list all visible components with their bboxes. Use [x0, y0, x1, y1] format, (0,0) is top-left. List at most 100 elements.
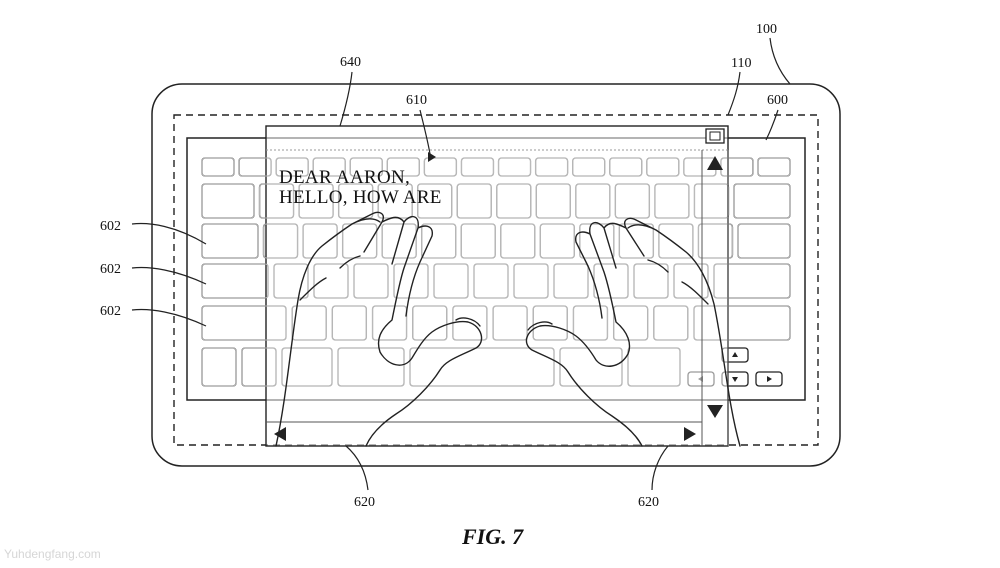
ghost-key	[572, 157, 606, 177]
ghost-key	[338, 183, 374, 219]
ghost-key	[409, 347, 555, 387]
ghost-key	[572, 305, 608, 341]
hands-illustration	[275, 211, 741, 447]
scroll-right-arrow[interactable]	[684, 427, 696, 441]
ghost-key	[737, 223, 791, 259]
ghost-key	[412, 305, 448, 341]
ghost-key	[535, 183, 571, 219]
ghost-key	[241, 347, 277, 387]
ghost-key	[654, 183, 690, 219]
ref-key-row-3: 602	[100, 304, 121, 319]
ghost-key	[201, 183, 255, 219]
ghost-key	[618, 223, 654, 259]
window-close-box[interactable]	[705, 128, 725, 144]
ghost-key	[633, 263, 669, 299]
ghost-key	[575, 183, 611, 219]
ghost-key	[421, 223, 457, 259]
typed-text-line2: HELLO, HOW ARE	[279, 187, 442, 208]
ghost-key	[460, 223, 496, 259]
key	[733, 183, 791, 219]
scroll-left-arrow[interactable]	[274, 427, 286, 441]
ghost-key	[381, 223, 417, 259]
ghost-key	[613, 305, 649, 341]
ghost-key	[201, 157, 235, 177]
ghost-key	[513, 263, 549, 299]
ghost-key	[433, 263, 469, 299]
ghost-key	[473, 263, 509, 299]
ghost-key	[658, 223, 694, 259]
right-hand	[525, 217, 741, 447]
scroll-up-arrow[interactable]	[707, 156, 723, 170]
ghost-key	[539, 223, 575, 259]
text-cursor-icon	[428, 152, 436, 162]
ghost-key	[456, 183, 492, 219]
key	[757, 157, 791, 177]
ghost-key	[372, 305, 408, 341]
ghost-key	[609, 157, 643, 177]
ghost-key	[291, 305, 327, 341]
ghost-key	[498, 157, 532, 177]
ghost-key	[697, 223, 733, 259]
ghost-key	[201, 305, 287, 341]
ghost-key	[757, 157, 791, 177]
ghost-key	[627, 347, 681, 387]
ref-hand-left: 620	[354, 495, 375, 510]
typed-text-line1: DEAR AARON,	[279, 167, 410, 188]
key	[737, 223, 791, 259]
scroll-down-arrow[interactable]	[707, 405, 723, 418]
ref-hand-right: 620	[638, 495, 659, 510]
figure-caption: FIG. 7	[461, 524, 524, 549]
ghost-key	[273, 263, 309, 299]
ref-key-row-1: 602	[100, 219, 121, 234]
ghost-key	[313, 263, 349, 299]
ghost-key	[281, 347, 333, 387]
ghost-key	[553, 263, 589, 299]
ghost-key	[673, 263, 709, 299]
ghost-key	[579, 223, 615, 259]
watermark: Yuhdengfang.com	[4, 547, 101, 561]
ghost-key	[337, 347, 405, 387]
key	[201, 223, 259, 259]
ghost-key	[201, 263, 269, 299]
ghost-key	[353, 263, 389, 299]
ghost-key	[535, 157, 569, 177]
ghost-key	[298, 183, 334, 219]
ghost-key	[713, 263, 791, 299]
ref-overlay-window: 640	[340, 55, 361, 70]
ghost-key	[646, 157, 680, 177]
ghost-key	[263, 223, 299, 259]
ghost-key	[460, 157, 494, 177]
ghost-key	[393, 263, 429, 299]
ghost-key	[492, 305, 528, 341]
ghost-key	[653, 305, 689, 341]
arrow-up-icon	[732, 352, 738, 357]
ghost-key	[733, 183, 791, 219]
ghost-key	[275, 157, 309, 177]
ghost-key	[500, 223, 536, 259]
ghost-key	[302, 223, 338, 259]
left-hand	[275, 211, 483, 447]
ref-text-entry: 610	[406, 93, 427, 108]
ref-key-row-2: 602	[100, 262, 121, 277]
ghost-key	[693, 305, 791, 341]
ghost-key	[342, 223, 378, 259]
ref-keyboard: 600	[767, 93, 788, 108]
key	[201, 183, 255, 219]
device-outline	[151, 83, 841, 467]
ghost-key	[559, 347, 623, 387]
ghost-key	[312, 157, 346, 177]
arrow-down-icon	[732, 377, 738, 382]
ghost-key	[259, 183, 295, 219]
ghost-key	[532, 305, 568, 341]
ghost-key	[238, 157, 272, 177]
ref-display-region: 110	[731, 56, 751, 71]
key	[201, 263, 269, 299]
ghost-key	[349, 157, 383, 177]
ref-device: 100	[756, 22, 777, 37]
ghost-key	[423, 157, 457, 177]
ghost-key	[417, 183, 453, 219]
leader-lines	[131, 37, 791, 491]
overlay-window: DEAR AARON, HELLO, HOW ARE	[201, 125, 791, 447]
